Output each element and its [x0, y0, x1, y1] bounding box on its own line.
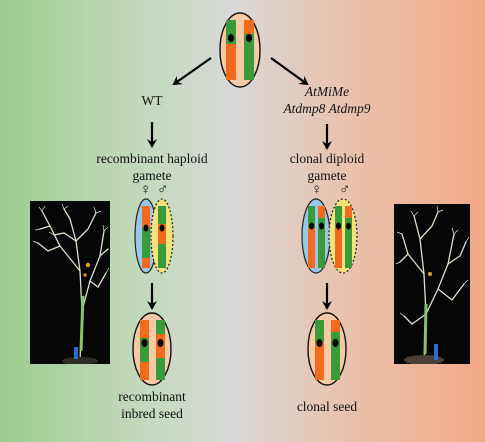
recombinant-seed-label-line2: inbred seed [121, 406, 183, 421]
mutant-label-line1: AtMiMe [304, 84, 350, 99]
wt-plant-image [30, 201, 110, 365]
wt-label: WT [141, 93, 163, 108]
arrow-to-mutant [270, 57, 309, 86]
mutant-label-line2: Atdmp8 Atdmp9 [283, 101, 371, 116]
clonal-gamete-label-line1: clonal diploid [289, 151, 365, 166]
diploid-female-gamete [301, 198, 331, 274]
haploid-female-gamete [134, 198, 158, 274]
parent-cell [219, 12, 261, 88]
clonal-seed-label: clonal seed [296, 399, 358, 414]
recombinant-seed-label-line1: recombinant [118, 389, 186, 404]
recombinant-seed-cell [132, 312, 172, 386]
female-symbol-clonal: ♀ [311, 182, 323, 198]
clonal-plant-photo [394, 204, 470, 365]
diploid-male-gamete [328, 198, 358, 274]
clonal-plant-image [394, 204, 470, 365]
female-symbol-wt: ♀ [140, 182, 152, 198]
recombinant-gamete-label-line2: gamete [132, 168, 172, 183]
male-symbol-wt: ♂ [157, 182, 169, 198]
male-symbol-clonal: ♂ [339, 182, 351, 198]
wt-plant-photo [30, 201, 110, 365]
clonal-gamete-label-line2: gamete [307, 168, 347, 183]
arrow-to-wt [172, 57, 212, 86]
clonal-seed-cell [307, 312, 347, 386]
recombinant-gamete-label-line1: recombinant haploid [96, 151, 208, 166]
haploid-male-gamete [150, 198, 174, 274]
